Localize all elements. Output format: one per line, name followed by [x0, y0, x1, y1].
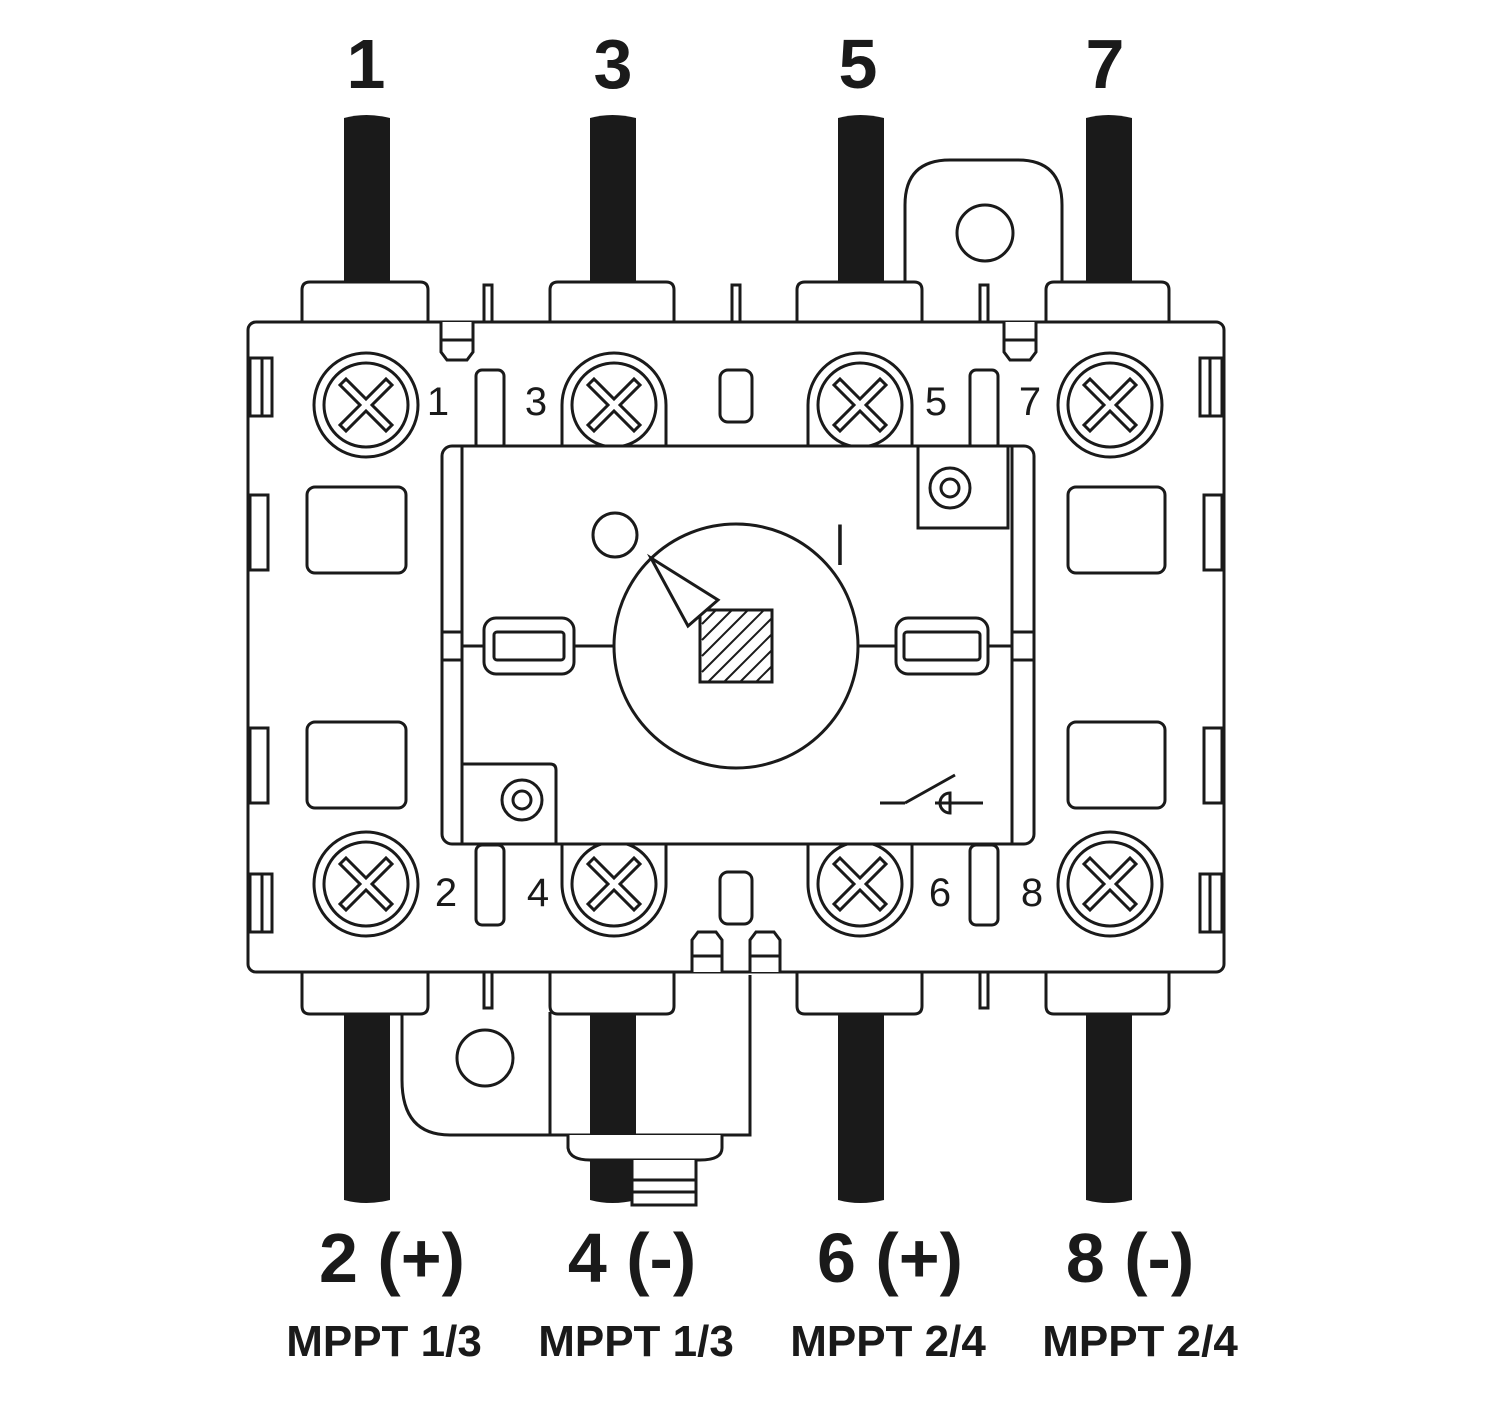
bottom-mounting-tab: [400, 975, 752, 1207]
mppt-label-6: MPPT 2/4: [790, 1317, 986, 1366]
screw-icon: [560, 351, 668, 449]
pointer-arrow-icon: [646, 553, 721, 629]
mounting-hole-icon: [955, 203, 1015, 263]
screw-icon: [560, 840, 668, 938]
terminal-number-5: 5: [925, 380, 947, 424]
switch-symbol-icon: [880, 773, 983, 815]
bottom-label-8: 8 (-): [1066, 1219, 1194, 1297]
hatch-pattern: [701, 609, 773, 683]
bottom-cables: [344, 1010, 1132, 1203]
top-label-5: 5: [839, 25, 878, 103]
off-position-icon: [591, 511, 639, 559]
mppt-label-8: MPPT 2/4: [1042, 1317, 1238, 1366]
screw-icon: [806, 840, 914, 938]
bottom-label-4: 4 (-): [568, 1219, 696, 1297]
cable-top-1: [344, 115, 390, 285]
lock-slots: [462, 616, 1012, 676]
cable-bottom-8: [1086, 1010, 1132, 1203]
terminal-number-7: 7: [1019, 380, 1041, 424]
cable-bottom-6: [838, 1010, 884, 1203]
cable-bottom-4: [590, 1010, 636, 1203]
screw-icon: [806, 351, 914, 449]
terminal-number-2: 2: [435, 871, 457, 915]
terminal-number-1: 1: [427, 380, 449, 424]
screw-icon: [312, 830, 420, 938]
square-windows: [305, 485, 1167, 810]
mppt-label-2: MPPT 1/3: [286, 1317, 482, 1366]
terminal-number-3: 3: [525, 380, 547, 424]
screw-icon: [1056, 351, 1164, 459]
top-cables: [344, 115, 1132, 285]
latches: [439, 322, 1038, 972]
mppt-labels: MPPT 1/3 MPPT 1/3 MPPT 2/4 MPPT 2/4: [286, 1317, 1238, 1366]
terminal-number-8: 8: [1021, 871, 1043, 915]
mounting-hole-icon: [455, 1028, 515, 1088]
top-labels: 1 3 5 7: [347, 25, 1125, 103]
terminal-number-4: 4: [527, 871, 549, 915]
screw-terminals: [312, 351, 1164, 938]
on-position-mark: |: [834, 517, 845, 566]
rotary-switch: |: [591, 511, 860, 770]
bottom-label-2: 2 (+): [319, 1219, 465, 1297]
cable-top-5: [838, 115, 884, 285]
screw-icon: [312, 351, 420, 459]
top-label-1: 1: [347, 25, 386, 103]
bottom-clamps: [300, 970, 1171, 1016]
top-label-7: 7: [1086, 25, 1125, 103]
top-clamps: [300, 280, 1171, 324]
bottom-label-6: 6 (+): [817, 1219, 963, 1297]
top-label-3: 3: [594, 25, 633, 103]
cable-bottom-2: [344, 1010, 390, 1203]
cable-top-3: [590, 115, 636, 285]
mppt-label-4: MPPT 1/3: [538, 1317, 734, 1366]
screw-icon: [1056, 830, 1164, 938]
side-slots: [248, 356, 1224, 934]
terminal-number-6: 6: [929, 871, 951, 915]
terminal-numbers: 1 3 5 7 2 4 6 8: [427, 380, 1043, 915]
cable-top-7: [1086, 115, 1132, 285]
rotary-knob: [612, 522, 860, 770]
top-mounting-tab: [903, 158, 1064, 285]
bottom-labels: 2 (+) 4 (-) 6 (+) 8 (-): [319, 1219, 1194, 1297]
